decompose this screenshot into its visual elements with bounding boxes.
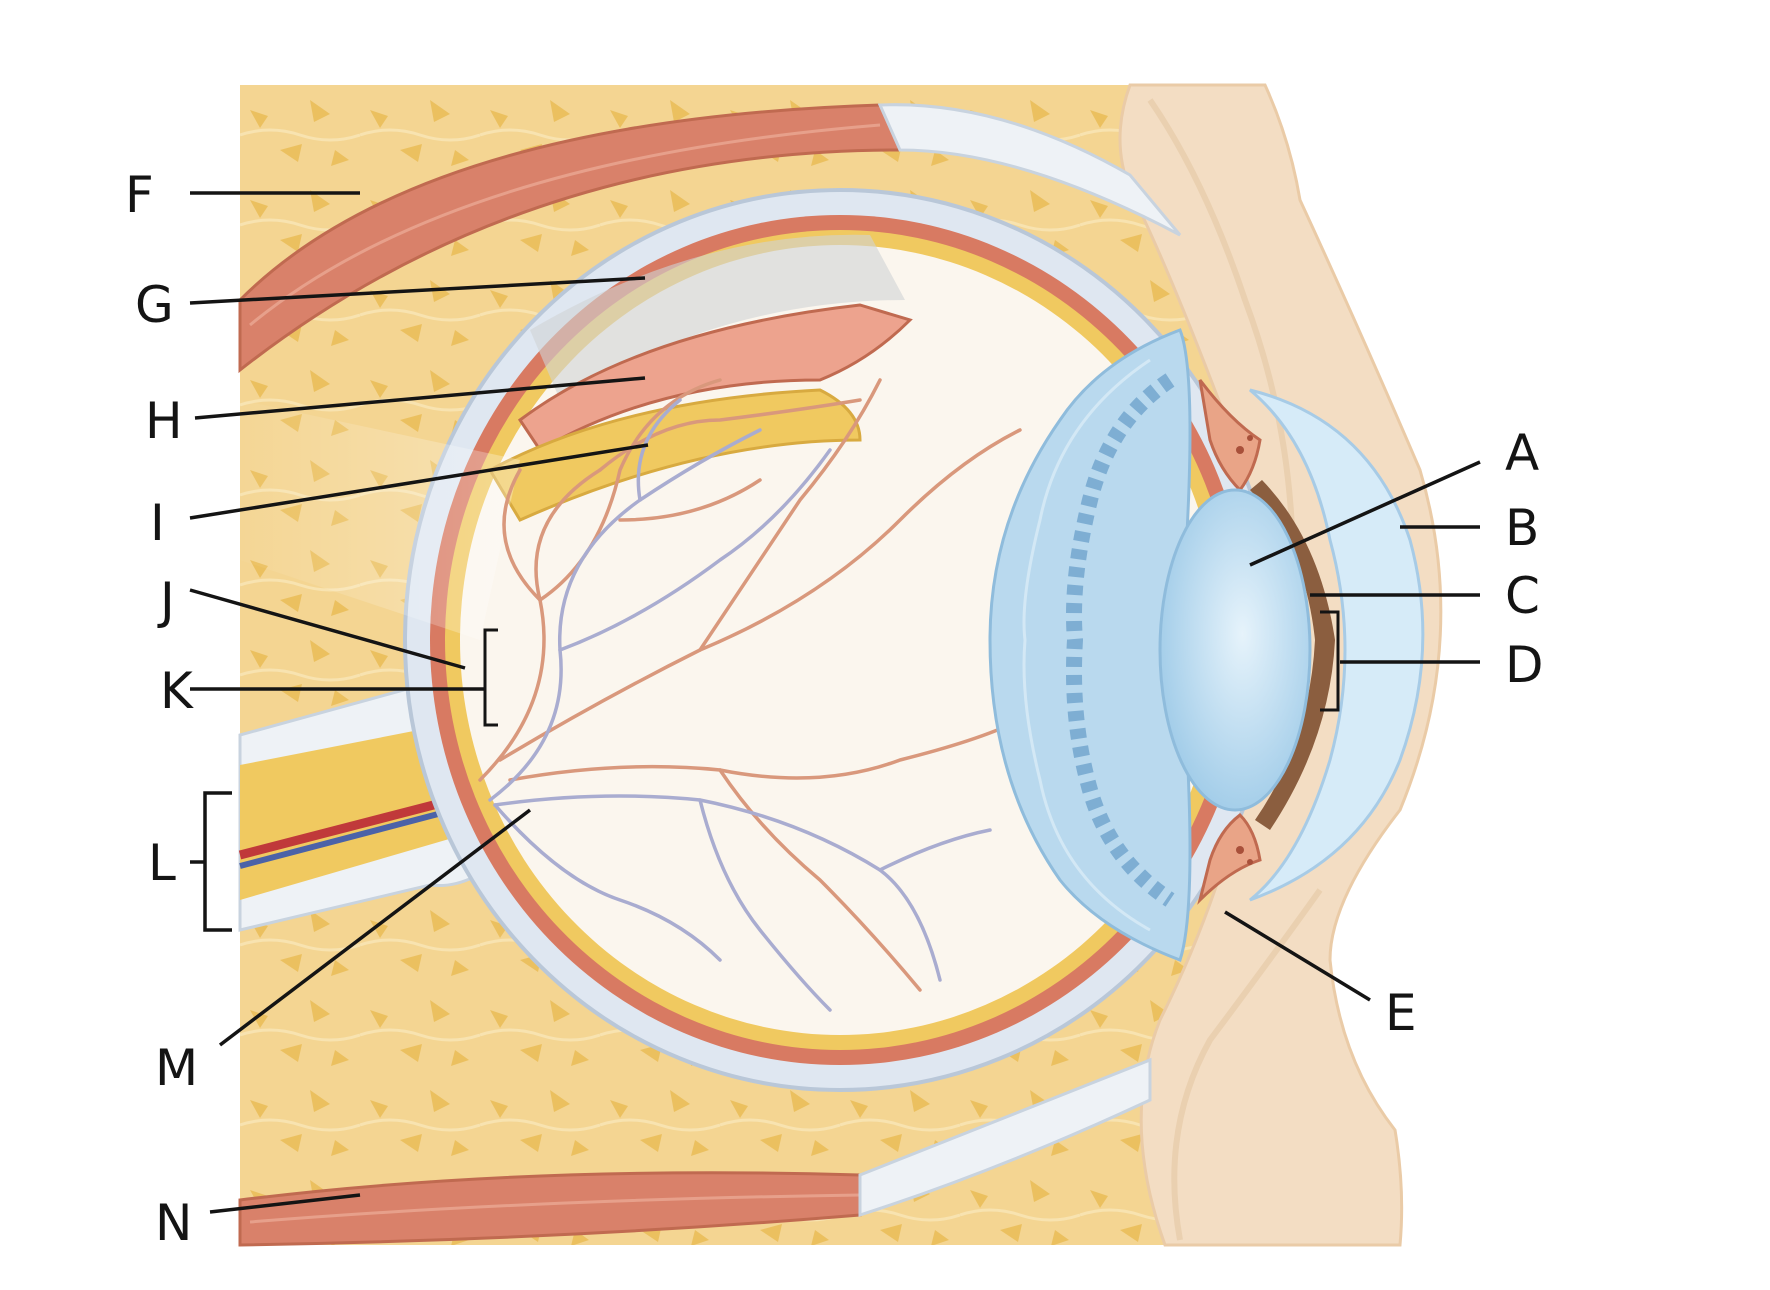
l-bracket (190, 791, 232, 932)
pupil-bracket (1320, 610, 1340, 712)
label-c: C (1505, 567, 1540, 625)
label-l: L (148, 834, 176, 892)
letter-labels: A B C D E F G H I J K L M N (125, 166, 1544, 1252)
label-e: E (1385, 984, 1417, 1042)
lens (1158, 488, 1312, 812)
label-d: D (1505, 636, 1544, 694)
layer-cutaway (240, 234, 913, 640)
k-bracket (483, 628, 498, 727)
label-h: H (145, 392, 183, 450)
retinal-blood-vessels (478, 378, 1022, 1012)
label-b: B (1505, 499, 1539, 557)
label-k: K (160, 662, 194, 720)
label-a: A (1505, 424, 1539, 482)
leader-lines (189, 191, 1481, 1214)
superior-rectus-muscle (238, 103, 1182, 374)
cornea (1249, 388, 1425, 902)
iris (1250, 480, 1335, 830)
ciliary-body (1197, 379, 1262, 905)
inferior-rectus-muscle (238, 1057, 1152, 1247)
label-n: N (155, 1194, 192, 1252)
label-g: G (135, 276, 174, 334)
label-f: F (125, 166, 154, 224)
label-j: J (157, 572, 175, 630)
ciliary-folds (988, 328, 1192, 962)
label-i: I (150, 494, 165, 552)
label-m: M (155, 1039, 198, 1097)
